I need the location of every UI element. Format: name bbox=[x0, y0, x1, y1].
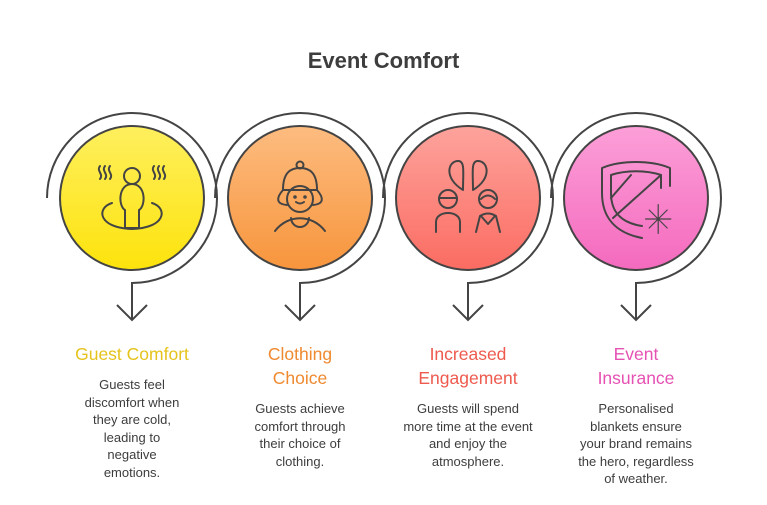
step-arc-arrow bbox=[46, 112, 218, 322]
couple-hearts-icon bbox=[435, 160, 501, 233]
step-title: Event Insurance bbox=[597, 344, 675, 388]
step-title: Clothing Choice bbox=[267, 344, 333, 388]
step-title: Guest Comfort bbox=[75, 344, 189, 364]
person-beanie-icon bbox=[274, 160, 326, 232]
step-description: Personalised blankets ensure your brand … bbox=[578, 401, 694, 486]
step-1 bbox=[46, 112, 218, 322]
step-arc-arrow bbox=[382, 112, 554, 322]
step-4 bbox=[550, 112, 722, 322]
step-title: Increased Engagement bbox=[418, 344, 518, 388]
step-2 bbox=[214, 112, 386, 322]
step-description: Guests achieve comfort through their cho… bbox=[254, 401, 346, 469]
step-description: Guests feel discomfort when they are col… bbox=[84, 377, 180, 480]
step-circle bbox=[59, 125, 205, 271]
hot-spring-person-icon bbox=[97, 165, 167, 230]
step-description: Guests will spend more time at the event… bbox=[403, 401, 533, 469]
step-circle bbox=[227, 125, 373, 271]
shield-snowflake-icon bbox=[601, 161, 672, 239]
step-arc-arrow bbox=[550, 112, 722, 322]
page-title: Event Comfort bbox=[307, 48, 460, 73]
step-3 bbox=[382, 112, 554, 322]
step-circle bbox=[395, 125, 541, 271]
step-arc-arrow bbox=[214, 112, 386, 322]
